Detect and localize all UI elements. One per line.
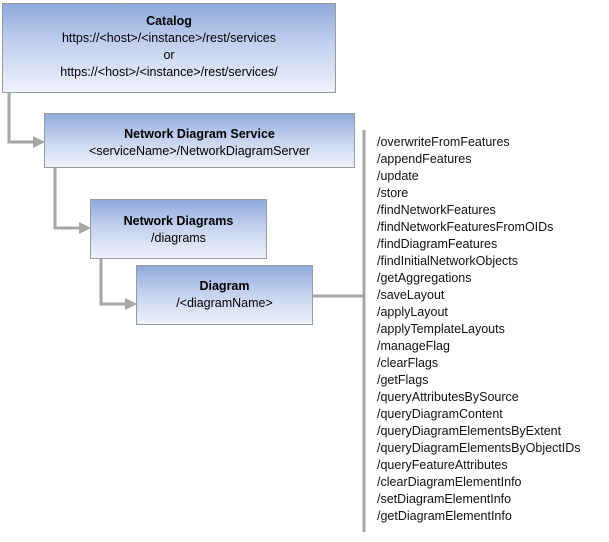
- operation-item: /clearFlags: [377, 356, 439, 370]
- catalog-box: Catalog https://<host>/<instance>/rest/s…: [2, 3, 336, 93]
- connector-catalog-to-service: [7, 93, 36, 144]
- operations-list: /overwriteFromFeatures /appendFeatures /…: [377, 134, 581, 525]
- operation-item: /queryDiagramElementsByExtent: [377, 424, 562, 438]
- operation-item: /store: [377, 186, 409, 200]
- operation-item: /queryFeatureAttributes: [377, 458, 508, 472]
- network-diagrams-path: /diagrams: [151, 231, 206, 245]
- connector-service-to-diagrams: [53, 168, 82, 230]
- arrowhead-diagram: [125, 298, 137, 310]
- catalog-url-trailing-slash: https://<host>/<instance>/rest/services/: [60, 65, 278, 79]
- operation-item: /findNetworkFeatures: [377, 203, 496, 217]
- arrowhead-service: [33, 136, 45, 148]
- operation-item: /saveLayout: [377, 288, 445, 302]
- operation-item: /manageFlag: [377, 339, 450, 353]
- operation-item: /findNetworkFeaturesFromOIDs: [377, 220, 554, 234]
- operation-item: /applyTemplateLayouts: [377, 322, 505, 336]
- operation-item: /appendFeatures: [377, 152, 472, 166]
- operation-item: /clearDiagramElementInfo: [377, 475, 522, 489]
- network-diagram-service-title: Network Diagram Service: [124, 127, 275, 141]
- operation-item: /getDiagramElementInfo: [377, 509, 512, 523]
- operation-item: /getAggregations: [377, 271, 472, 285]
- operation-item: /queryAttributesBySource: [377, 390, 519, 404]
- diagram-box: Diagram /<diagramName>: [136, 265, 313, 325]
- arrowhead-diagrams: [79, 222, 91, 234]
- network-diagram-service-box: Network Diagram Service <serviceName>/Ne…: [44, 113, 355, 168]
- connector-diagrams-to-diagram: [99, 259, 128, 306]
- operation-item: /findInitialNetworkObjects: [377, 254, 519, 268]
- diagram-path: /<diagramName>: [176, 296, 273, 310]
- operation-item: /overwriteFromFeatures: [377, 135, 510, 149]
- operation-item: /queryDiagramElementsByObjectIDs: [377, 441, 581, 455]
- operation-item: /queryDiagramContent: [377, 407, 503, 421]
- network-diagrams-box: Network Diagrams /diagrams: [90, 199, 267, 259]
- catalog-url: https://<host>/<instance>/rest/services: [61, 31, 276, 45]
- network-diagram-service-path: <serviceName>/NetworkDiagramServer: [89, 144, 310, 158]
- operation-item: /getFlags: [377, 373, 429, 387]
- operation-item: /findDiagramFeatures: [377, 237, 498, 251]
- catalog-title: Catalog: [146, 14, 192, 28]
- operation-item: /update: [377, 169, 419, 183]
- operation-item: /applyLayout: [377, 305, 448, 319]
- diagram-title: Diagram: [199, 279, 250, 293]
- network-diagrams-title: Network Diagrams: [123, 214, 234, 228]
- operation-item: /setDiagramElementInfo: [377, 492, 512, 506]
- catalog-or: or: [163, 48, 175, 62]
